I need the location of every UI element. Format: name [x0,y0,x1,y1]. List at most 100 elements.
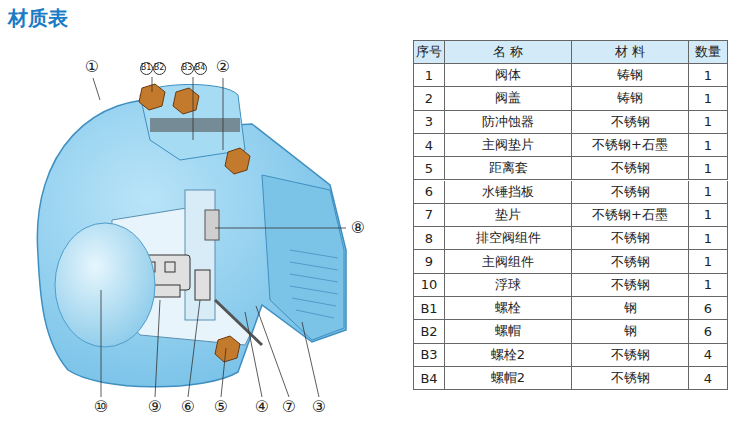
table-cell: 防冲蚀器 [445,111,572,134]
cell-text: 2 [425,91,433,106]
table-cell: 螺帽 [445,320,572,343]
cell-text: 不锈钢 [611,369,650,387]
cell-text: 钢 [624,299,637,317]
cell-text: 不锈钢+石墨 [592,206,668,224]
table-cell: 浮球 [445,274,572,297]
callout-number: ③ [312,399,326,415]
cell-text: 1 [704,184,712,199]
bolt-callout: B2 [153,62,166,75]
table-cell: 螺栓2 [445,344,572,367]
table-cell: 1 [689,64,728,87]
table-cell: 6 [414,181,445,204]
table-cell: B2 [414,320,445,343]
cell-text: 螺帽 [495,322,521,340]
table-header-cell: 数量 [689,41,728,64]
callout-number: ⑦ [282,399,296,415]
callout-number: ⑨ [148,399,162,415]
table-cell: 距离套 [445,157,572,180]
cell-text: 6 [425,184,433,199]
cell-text: 1 [704,231,712,246]
table-cell: B3 [414,344,445,367]
cell-text: 名 称 [493,43,523,61]
table-header-cell: 名 称 [445,41,572,64]
table-cell: 1 [414,64,445,87]
cell-text: 1 [704,161,712,176]
table-cell: 1 [689,227,728,250]
table-cell: 铸钢 [572,87,689,110]
table-cell: 1 [689,111,728,134]
bolt-callout: B1 [140,62,153,75]
table-cell: 6 [689,320,728,343]
table-cell: 主阀组件 [445,250,572,273]
table-cell: B1 [414,297,445,320]
callout-number: ⑤ [214,399,228,415]
callout-number: ⑩ [94,399,108,415]
table-cell: 1 [689,157,728,180]
cell-text: 1 [704,254,712,269]
cell-text: 螺栓2 [491,346,525,364]
table-cell: 4 [689,367,728,390]
cell-text: 1 [704,91,712,106]
table-cell: 4 [689,344,728,367]
cell-text: 9 [425,254,433,269]
cell-text: B1 [420,301,437,316]
cell-text: B2 [420,324,437,339]
table-cell: 不锈钢 [572,111,689,134]
cell-text: 铸钢 [617,66,643,84]
table-cell: 不锈钢 [572,227,689,250]
cell-text: 阀体 [495,66,521,84]
table-cell: 螺帽2 [445,367,572,390]
table-cell: 水锤挡板 [445,181,572,204]
cell-text: B3 [420,347,437,362]
table-cell: 8 [414,227,445,250]
table-header-cell: 序号 [414,41,445,64]
cell-text: 1 [704,277,712,292]
cell-text: 阀盖 [495,89,521,107]
table-cell: 6 [689,297,728,320]
cell-text: 材 料 [615,43,645,61]
cell-text: 1 [704,68,712,83]
table-cell: 9 [414,250,445,273]
cell-text: 6 [704,324,712,339]
table-cell: 不锈钢+石墨 [572,204,689,227]
cell-text: 不锈钢 [611,183,650,201]
table-cell: 不锈钢 [572,274,689,297]
table-cell: 4 [414,134,445,157]
callout-number: ⑧ [351,220,365,236]
cell-text: 8 [425,231,433,246]
cell-text: 不锈钢 [611,113,650,131]
cell-text: 序号 [416,43,442,61]
table-cell: 1 [689,250,728,273]
table-cell: 1 [689,274,728,297]
cell-text: 6 [704,301,712,316]
callout-number: ④ [255,399,269,415]
callout-number: ② [216,59,230,75]
cell-text: 10 [421,277,438,292]
table-cell: 1 [689,134,728,157]
table-cell: 钢 [572,320,689,343]
cell-text: 4 [425,138,433,153]
cell-text: 浮球 [495,276,521,294]
cell-text: 主阀垫片 [482,136,534,154]
table-cell: 7 [414,204,445,227]
cell-text: 不锈钢 [611,229,650,247]
cell-text: 主阀组件 [482,253,534,271]
cell-text: 4 [704,371,712,386]
cell-text: 不锈钢+石墨 [592,136,668,154]
cell-text: 排空阀组件 [476,229,541,247]
callout-number: ⑥ [181,399,195,415]
table-cell: 2 [414,87,445,110]
table-cell: 10 [414,274,445,297]
bolt-callout: B3 [181,62,194,75]
cell-text: 螺栓 [495,299,521,317]
table-cell: 主阀垫片 [445,134,572,157]
table-cell: 阀体 [445,64,572,87]
cell-text: 数量 [695,43,721,61]
table-cell: B4 [414,367,445,390]
cell-text: 1 [704,207,712,222]
table-cell: 不锈钢+石墨 [572,134,689,157]
cell-text: 不锈钢 [611,253,650,271]
table-cell: 不锈钢 [572,250,689,273]
table-cell: 不锈钢 [572,157,689,180]
table-cell: 1 [689,204,728,227]
